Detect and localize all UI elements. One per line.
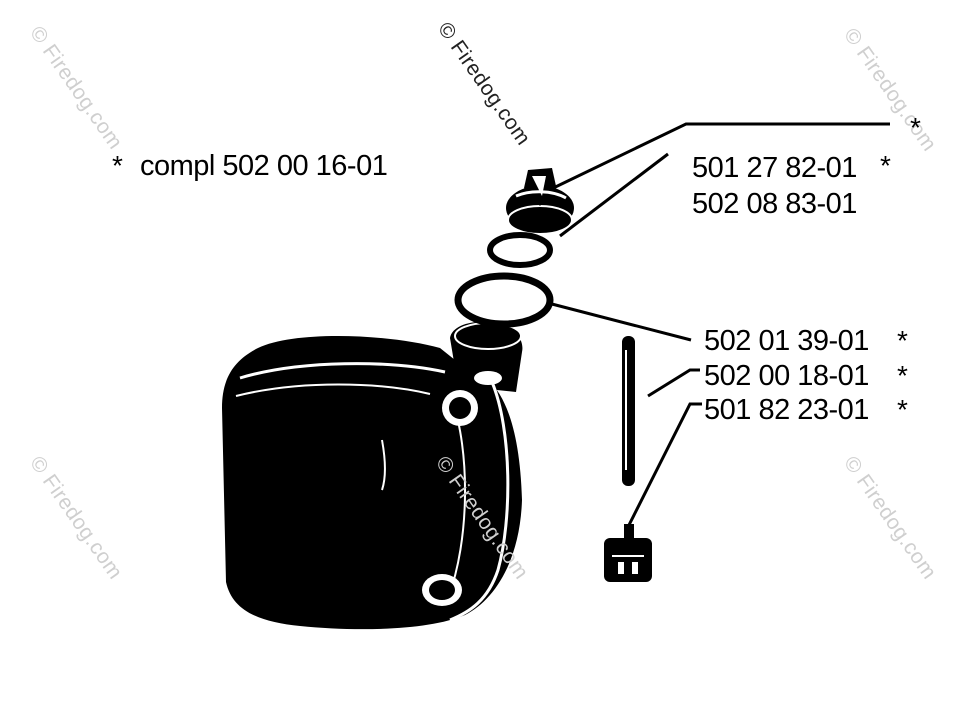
part-number-1: 501 27 82-01 [692, 152, 857, 184]
part-3-asterisk: * [897, 325, 908, 356]
leader-gasket [547, 301, 692, 342]
fuel-tank [222, 321, 523, 630]
leader-lines [544, 122, 890, 526]
leader-filter [627, 402, 702, 526]
tank-highlight-side [449, 381, 510, 622]
assembly-asterisk: * [112, 150, 123, 181]
tank-neck-opening [474, 371, 502, 385]
part-1-asterisk: * [880, 150, 891, 181]
cap-o-ring [487, 232, 553, 268]
leader-cap [559, 152, 669, 238]
part-number-5: 501 82 23-01 [704, 394, 869, 426]
tank-edge-highlight [381, 439, 386, 491]
fuel-cap [506, 168, 574, 235]
tank-boss-bottom-center [429, 580, 455, 600]
top-line-asterisk: * [910, 112, 921, 143]
part-number-2: 502 08 83-01 [692, 188, 857, 220]
part-4-asterisk: * [897, 360, 908, 391]
tank-highlight-ridge [235, 383, 431, 397]
part-number-4: 502 00 18-01 [704, 360, 869, 392]
gasket-ring [454, 272, 554, 328]
tank-boss-top-center [449, 397, 471, 419]
leader-top-assembly [544, 122, 890, 194]
fuel-filter [604, 524, 652, 582]
tank-highlight-top [239, 362, 446, 380]
assembly-label: compl 502 00 16-01 [140, 150, 388, 182]
part-5-asterisk: * [897, 394, 908, 425]
fuel-hose [622, 336, 635, 486]
leader-fuel-hose [647, 368, 700, 398]
part-number-3: 502 01 39-01 [704, 325, 869, 357]
